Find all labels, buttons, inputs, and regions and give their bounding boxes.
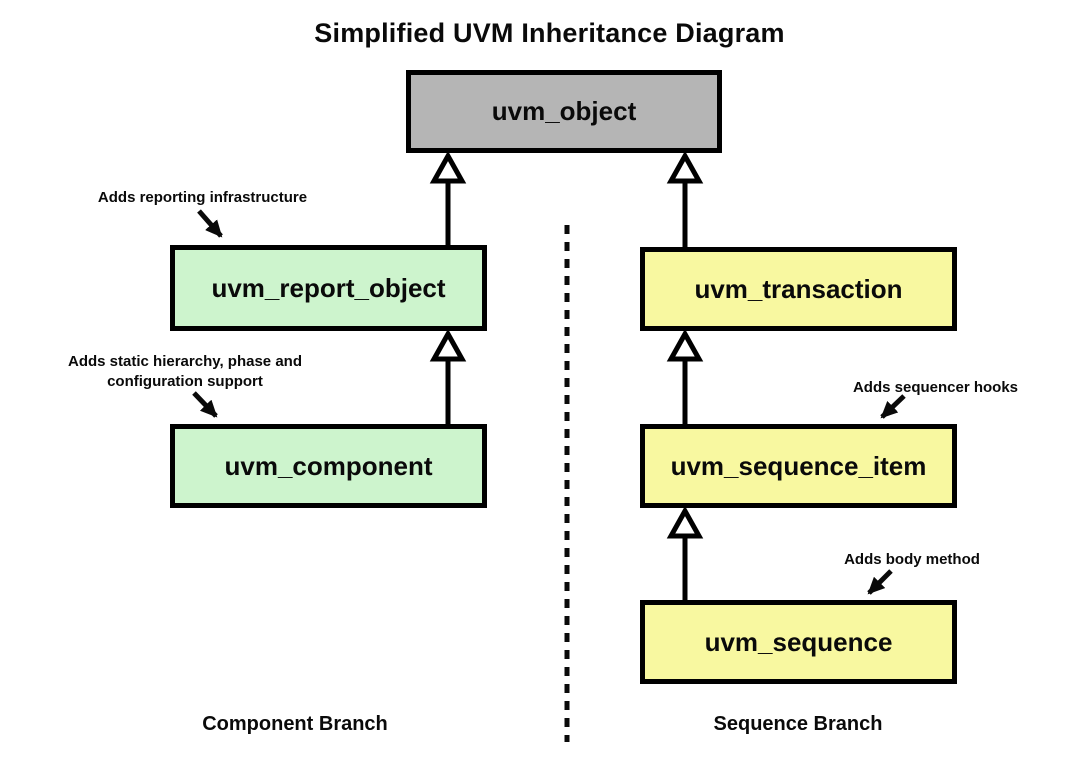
node-uvm-sequence-item-label: uvm_sequence_item	[670, 450, 927, 481]
node-uvm-sequence: uvm_sequence	[640, 600, 957, 684]
annotation-static-hierarchy-line2: configuration support	[107, 373, 263, 391]
branch-label-component: Component Branch	[202, 713, 388, 735]
annotation-static-hierarchy-line1: Adds static hierarchy, phase and	[68, 353, 302, 370]
inheritance-arrow-sequence-item-to-transaction	[666, 328, 704, 425]
node-uvm-object-label: uvm_object	[491, 96, 637, 126]
annotation-sequencer-hooks: Adds sequencer hooks	[852, 379, 1019, 396]
node-uvm-component-label: uvm_component	[224, 450, 433, 481]
inheritance-arrow-report-object-to-object	[429, 150, 467, 246]
annotation-static-hierarchy: Adds static hierarchy, phase and configu…	[35, 352, 335, 393]
node-uvm-transaction-label: uvm_transaction	[694, 273, 903, 304]
node-uvm-report-object: uvm_report_object	[170, 245, 487, 331]
annotation-arrow-sequencer-hooks	[880, 394, 906, 419]
node-uvm-sequence-item: uvm_sequence_item	[640, 424, 957, 508]
inheritance-arrow-sequence-to-sequence-item	[666, 505, 704, 601]
inheritance-arrow-transaction-to-object	[666, 150, 704, 248]
annotation-body-method: Adds body method	[844, 551, 980, 568]
inheritance-arrow-component-to-report-object	[429, 328, 467, 425]
branch-label-sequence: Sequence Branch	[713, 713, 883, 735]
node-uvm-sequence-label: uvm_sequence	[704, 626, 893, 657]
annotation-arrow-reporting	[197, 209, 223, 238]
node-uvm-object: uvm_object	[406, 70, 722, 153]
annotation-arrow-static-hierarchy	[192, 391, 218, 418]
annotation-reporting: Adds reporting infrastructure	[97, 189, 308, 206]
node-uvm-transaction: uvm_transaction	[640, 247, 957, 331]
diagram-title: Simplified UVM Inheritance Diagram	[314, 18, 785, 48]
annotation-arrow-body-method	[867, 569, 893, 595]
node-uvm-component: uvm_component	[170, 424, 487, 508]
node-uvm-report-object-label: uvm_report_object	[211, 272, 446, 303]
